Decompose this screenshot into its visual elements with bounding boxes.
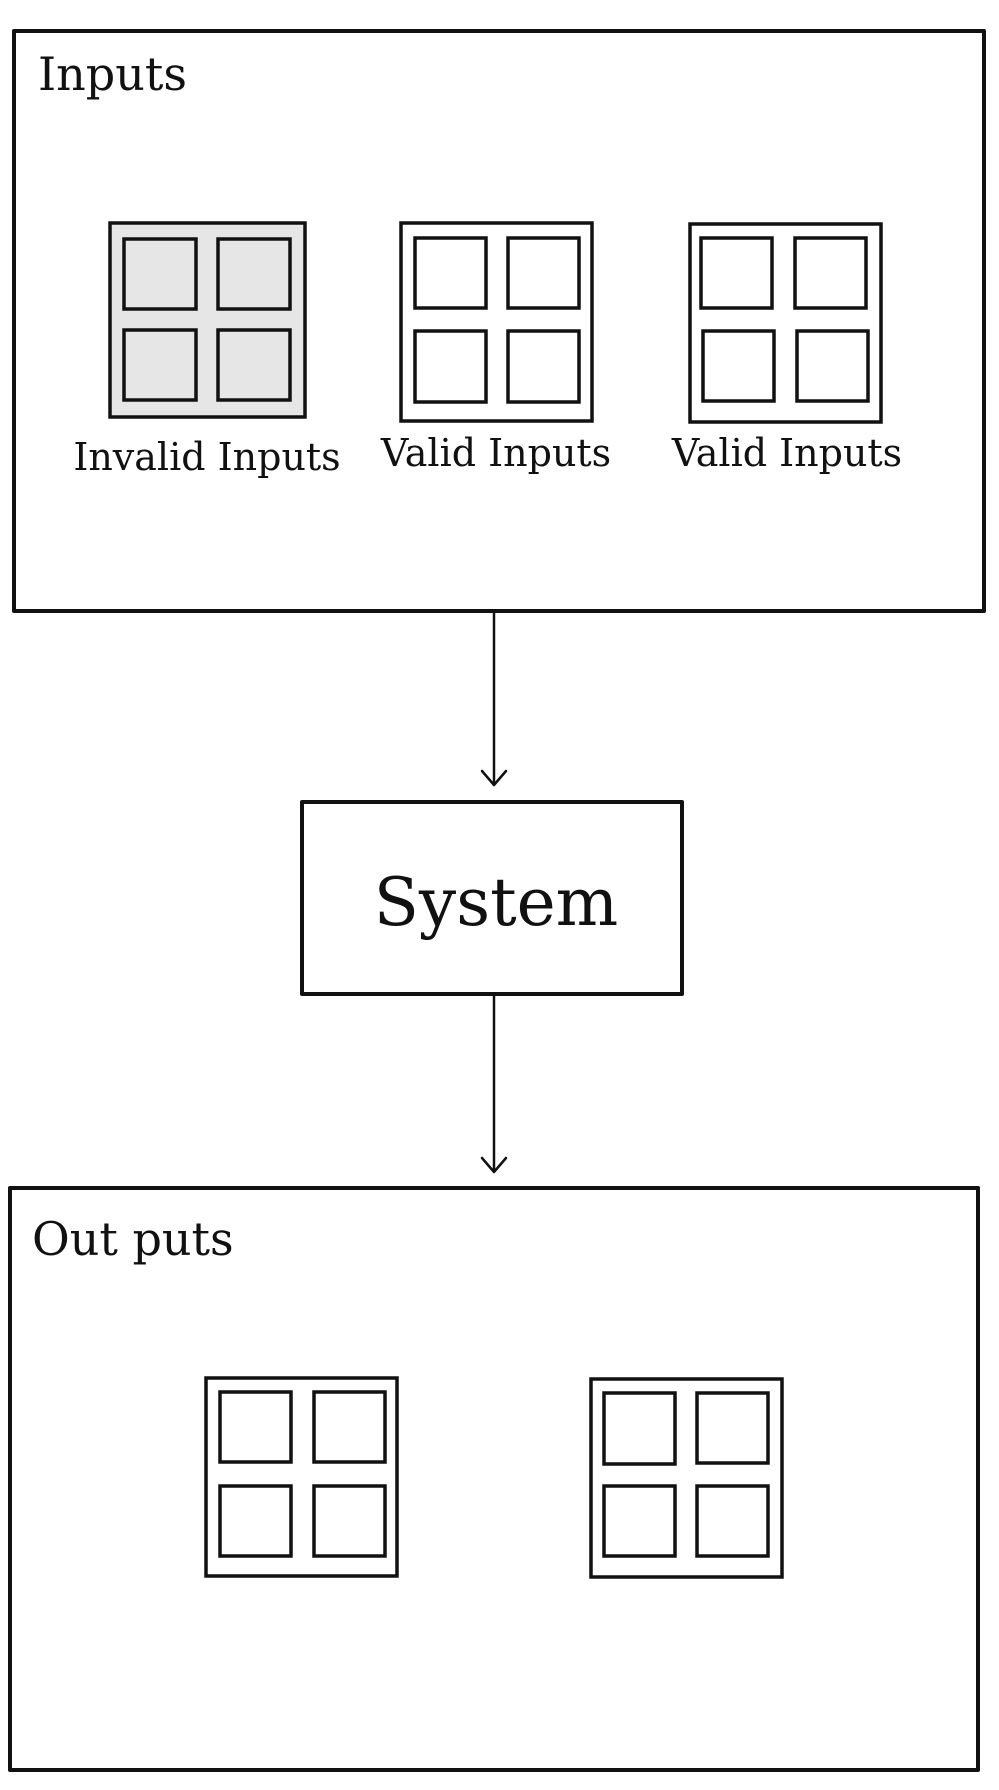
input-grid-cell xyxy=(506,236,581,310)
input-grid-cell xyxy=(701,329,776,403)
input-grid-label: Valid Inputs xyxy=(380,431,611,475)
input-grid-valid-1: Valid Inputs xyxy=(380,221,611,475)
input-grid-invalid: Invalid Inputs xyxy=(73,221,341,479)
input-grid-cell xyxy=(122,237,198,311)
arrow-system-to-outputs xyxy=(480,993,508,1174)
input-grid-cell xyxy=(216,237,292,311)
arrow-inputs-to-system xyxy=(480,610,508,787)
inputs-group: Inputs Invalid Inputs Valid Inputs Valid… xyxy=(12,29,986,613)
input-grid-label: Valid Inputs xyxy=(671,431,902,475)
outputs-frame xyxy=(8,1186,980,1772)
input-grid-cell xyxy=(413,329,488,404)
arrow-head-icon xyxy=(480,1156,508,1174)
input-grid-cell xyxy=(793,236,868,310)
output-grid-cell xyxy=(312,1390,387,1464)
input-grid-cell xyxy=(216,328,292,402)
output-grid-2 xyxy=(589,1377,784,1579)
system-label: System xyxy=(374,864,619,941)
output-grid-cell xyxy=(602,1391,677,1466)
output-grid-cell xyxy=(602,1484,677,1558)
arrow-head-icon xyxy=(480,769,508,787)
system-block: System xyxy=(300,800,684,996)
input-grid-cell xyxy=(699,236,774,310)
output-grid-cell xyxy=(312,1484,387,1558)
inputs-frame xyxy=(12,29,986,613)
input-grid-cell xyxy=(413,236,488,310)
output-grid-cell xyxy=(695,1484,770,1558)
input-grid-cell xyxy=(506,329,581,404)
outputs-title: Out puts xyxy=(32,1212,234,1266)
input-grid-valid-2: Valid Inputs xyxy=(671,222,902,475)
output-grid-cell xyxy=(218,1390,293,1464)
output-grid-cell xyxy=(695,1391,770,1465)
input-grid-cell xyxy=(795,329,870,403)
input-grid-label: Invalid Inputs xyxy=(73,435,340,479)
input-grid-cell xyxy=(122,328,198,402)
inputs-title: Inputs xyxy=(38,47,187,101)
system-box xyxy=(300,800,684,996)
output-grid-1 xyxy=(204,1376,399,1578)
outputs-group: Out puts xyxy=(8,1186,980,1772)
output-grid-cell xyxy=(218,1484,293,1558)
